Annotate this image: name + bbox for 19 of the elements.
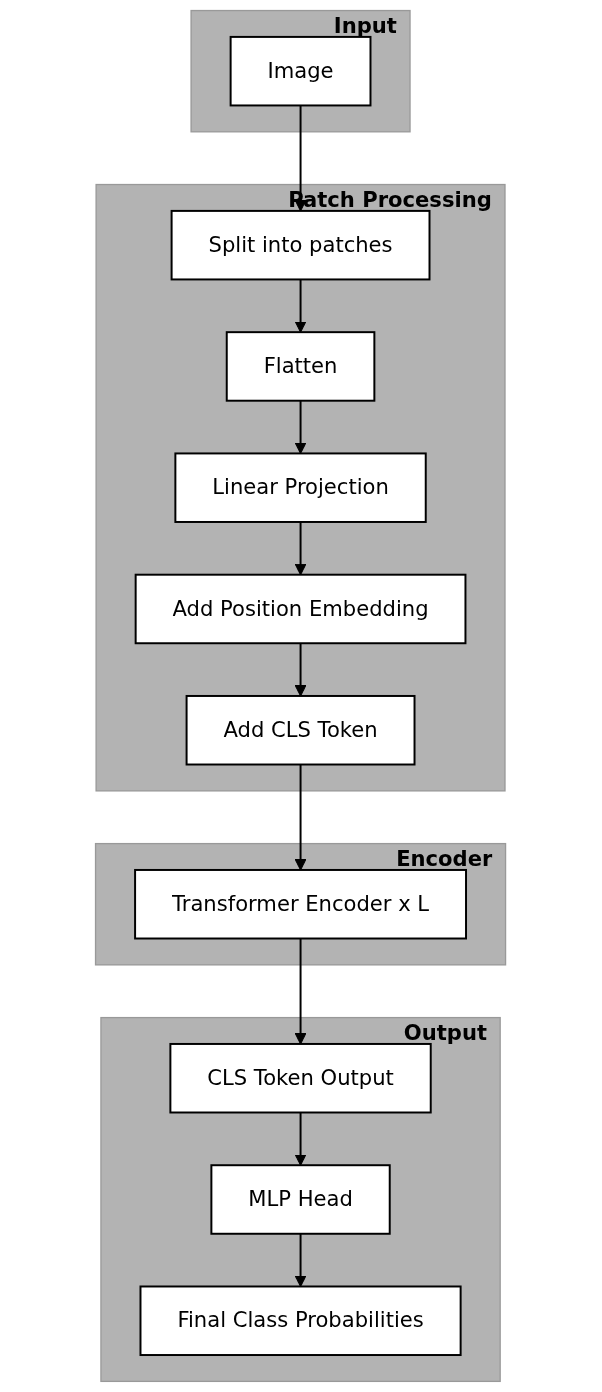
arrow: [295, 104, 307, 212]
node-box: Split into patches: [171, 209, 431, 281]
node-box: CLS Token Output: [169, 1042, 433, 1114]
node-box: MLP Head: [210, 1164, 392, 1235]
node-box: Final Class Probabilities: [139, 1285, 463, 1356]
arrow: [295, 937, 307, 1045]
node-box: Transformer Encoder x L: [134, 868, 468, 940]
arrow: [295, 521, 307, 576]
node-box: Add Position Embedding: [135, 573, 467, 645]
node-box: Add CLS Token: [186, 695, 416, 766]
arrow: [295, 399, 307, 454]
node-box: Image: [230, 35, 372, 107]
arrow: [295, 1232, 307, 1287]
arrow: [295, 1111, 307, 1166]
arrow: [295, 763, 307, 871]
arrow: [295, 278, 307, 333]
node-box: Flatten: [226, 331, 376, 402]
arrow: [295, 642, 307, 697]
node-box: Linear Projection: [174, 452, 428, 523]
